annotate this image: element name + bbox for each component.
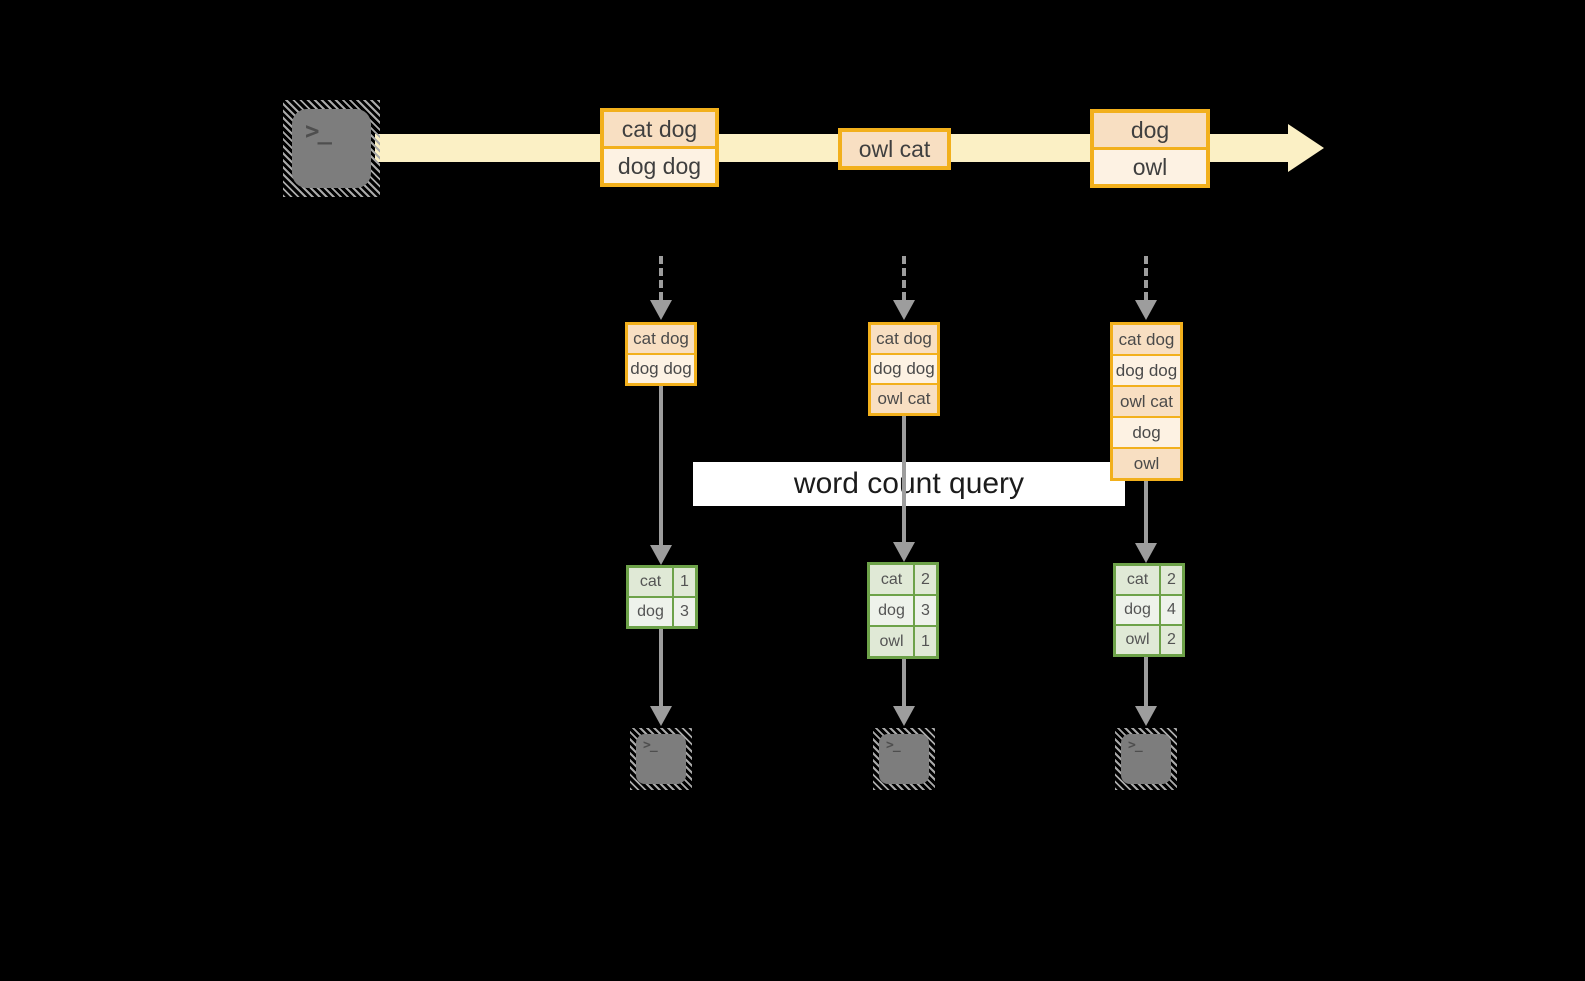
stream-arrowhead-icon [1288, 124, 1324, 172]
terminal-screen: >_ [879, 734, 929, 784]
stack-row: dog [1113, 416, 1180, 447]
table-row: cat 1 [629, 568, 695, 596]
word-cell: dog [1116, 596, 1161, 624]
source-terminal-icon: >_ [283, 100, 380, 197]
table-row: dog 3 [870, 594, 936, 625]
count-cell: 4 [1161, 596, 1182, 624]
count-cell: 2 [1161, 566, 1182, 594]
table-row: owl 1 [870, 625, 936, 656]
stack-row: owl cat [871, 383, 937, 413]
dashed-flow-line [902, 256, 906, 300]
terminal-screen: >_ [292, 109, 371, 188]
count-cell: 3 [915, 596, 936, 625]
terminal-prompt-icon: >_ [643, 738, 658, 753]
stack-row: dog dog [1113, 354, 1180, 385]
count-cell: 1 [674, 568, 695, 596]
event-stack-1: cat dog dog dog [625, 322, 697, 386]
word-cell: dog [629, 598, 674, 626]
stack-row: owl [1113, 447, 1180, 478]
terminal-prompt-icon: >_ [886, 738, 901, 753]
event-stack-3: cat dog dog dog owl cat dog owl [1110, 322, 1183, 481]
count-cell: 3 [674, 598, 695, 626]
arrowhead-icon [1135, 706, 1157, 726]
arrowhead-icon [650, 545, 672, 565]
count-cell: 2 [915, 565, 936, 594]
event-row: dog dog [604, 146, 715, 183]
consumer-terminal-icon-3: >_ [1115, 728, 1177, 790]
event-stack-2: cat dog dog dog owl cat [868, 322, 940, 416]
dashed-flow-line [659, 256, 663, 300]
flow-line [902, 659, 906, 706]
stack-row: cat dog [871, 325, 937, 353]
stream-event-box-2: owl cat [838, 128, 951, 170]
stack-row: dog dog [628, 353, 694, 383]
stack-row: owl cat [1113, 385, 1180, 416]
dashed-flow-line [1144, 256, 1148, 300]
stack-row: cat dog [1113, 325, 1180, 354]
event-row: owl [1094, 147, 1206, 184]
stream-event-box-3: dog owl [1090, 109, 1210, 188]
flow-line [1144, 481, 1148, 543]
flow-line [659, 386, 663, 545]
event-row: dog [1094, 113, 1206, 147]
count-cell: 1 [915, 627, 936, 656]
arrowhead-icon [1135, 300, 1157, 320]
word-cell: owl [1116, 626, 1161, 654]
word-cell: cat [629, 568, 674, 596]
arrowhead-icon [1135, 543, 1157, 563]
arrowhead-icon [893, 542, 915, 562]
consumer-terminal-icon-2: >_ [873, 728, 935, 790]
query-label: word count query [693, 462, 1125, 506]
flow-line [1144, 657, 1148, 706]
table-row: owl 2 [1116, 624, 1182, 654]
arrowhead-icon [893, 300, 915, 320]
arrowhead-icon [893, 706, 915, 726]
count-table-3: cat 2 dog 4 owl 2 [1113, 563, 1185, 657]
event-row: owl cat [842, 132, 947, 166]
consumer-terminal-icon-1: >_ [630, 728, 692, 790]
terminal-prompt-icon: >_ [305, 117, 332, 145]
word-cell: owl [870, 627, 915, 656]
count-cell: 2 [1161, 626, 1182, 654]
stack-row: dog dog [871, 353, 937, 383]
count-table-2: cat 2 dog 3 owl 1 [867, 562, 939, 659]
table-row: cat 2 [1116, 566, 1182, 594]
arrowhead-icon [650, 706, 672, 726]
arrowhead-icon [650, 300, 672, 320]
stack-row: cat dog [628, 325, 694, 353]
word-cell: cat [870, 565, 915, 594]
terminal-screen: >_ [636, 734, 686, 784]
stream-event-box-1: cat dog dog dog [600, 108, 719, 187]
count-table-1: cat 1 dog 3 [626, 565, 698, 629]
table-row: dog 3 [629, 596, 695, 626]
event-row: cat dog [604, 112, 715, 146]
terminal-prompt-icon: >_ [1128, 738, 1143, 753]
terminal-screen: >_ [1121, 734, 1171, 784]
table-row: cat 2 [870, 565, 936, 594]
flow-line [659, 629, 663, 706]
word-cell: cat [1116, 566, 1161, 594]
flow-line [902, 416, 906, 542]
table-row: dog 4 [1116, 594, 1182, 624]
word-cell: dog [870, 596, 915, 625]
